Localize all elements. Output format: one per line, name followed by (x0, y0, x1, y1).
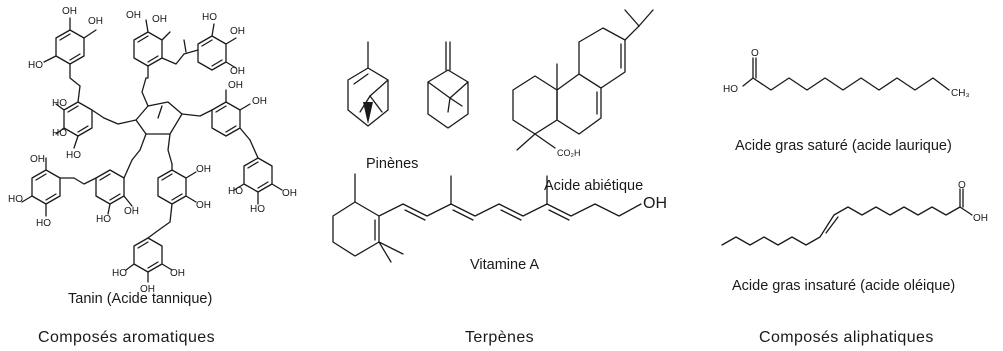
tanin-label-ho: HO (202, 12, 217, 23)
category-aromatiques: Composés aromatiques (38, 329, 215, 346)
pinenes-caption: Pinènes (366, 156, 419, 172)
laurique-label-o: O (751, 48, 759, 59)
tanin-label-oh: OH (170, 268, 185, 279)
tanin-label-oh: OH (230, 66, 245, 77)
tanin-label-ho: HO (66, 150, 81, 161)
tanin-label-ho: HO (36, 218, 51, 229)
alpha-pinene-structure (347, 41, 389, 127)
tanin-label-ho: HO (8, 194, 23, 205)
vitamine-a-label-oh: OH (643, 195, 667, 212)
laurique-caption: Acide gras saturé (acide laurique) (735, 138, 952, 154)
tannic-acid-structure: OH OH HO OH OH HO OH OH HO HO HO OH OH O… (8, 6, 297, 295)
laurique-label-ho: HO (723, 84, 738, 95)
oleic-acid-structure: O OH (721, 180, 988, 246)
oleique-caption: Acide gras insaturé (acide oléique) (732, 278, 956, 294)
tanin-label-oh: OH (282, 188, 297, 199)
laurique-label-ch3: CH₃ (951, 88, 970, 99)
lauric-acid-structure: HO O CH₃ (723, 48, 970, 99)
oleique-label-oh: OH (973, 213, 988, 224)
beta-pinene-structure (427, 41, 469, 129)
tanin-label-oh: OH (228, 80, 243, 91)
tanin-label-oh: OH (230, 26, 245, 37)
abietique-caption: Acide abiétique (544, 178, 644, 194)
tanin-label-oh: OH (140, 284, 155, 295)
vitamine-a-caption: Vitamine A (470, 257, 540, 273)
oleique-label-o: O (958, 180, 966, 191)
tanin-label-oh: OH (252, 96, 267, 107)
abietic-acid-structure: CO₂H (512, 9, 654, 158)
tanin-caption: Tanin (Acide tannique) (68, 291, 213, 307)
tanin-label-ho: HO (52, 98, 67, 109)
tanin-label-ho: HO (96, 214, 111, 225)
tanin-label-oh: OH (126, 10, 141, 21)
abietique-label-co2h: CO₂H (557, 148, 581, 158)
tanin-label-ho: HO (52, 128, 67, 139)
tanin-label-oh: OH (88, 16, 103, 27)
tanin-label-oh: OH (124, 206, 139, 217)
tanin-label-ho: HO (228, 186, 243, 197)
tanin-label-oh: OH (30, 154, 45, 165)
tanin-label-oh: OH (196, 200, 211, 211)
tanin-label-oh: OH (196, 164, 211, 175)
tanin-label-ho: HO (250, 204, 265, 215)
tanin-label-oh: OH (152, 14, 167, 25)
category-terpenes: Terpènes (465, 329, 535, 346)
tanin-label-ho: HO (112, 268, 127, 279)
tanin-label-oh: OH (62, 6, 77, 17)
tanin-label-ho: HO (28, 60, 43, 71)
category-aliphatiques: Composés aliphatiques (759, 329, 934, 346)
vitamin-a-structure: OH (332, 173, 667, 263)
